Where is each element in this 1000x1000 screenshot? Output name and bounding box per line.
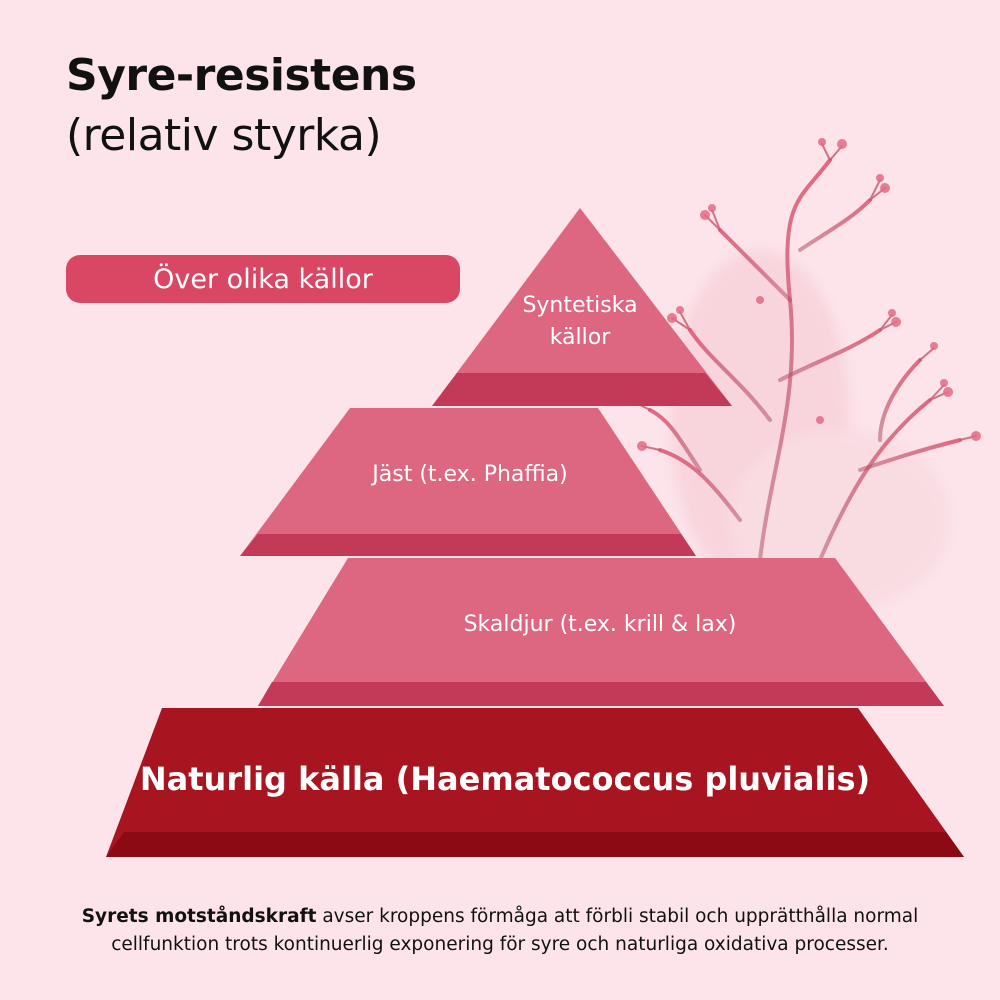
pyramid-tier-1	[432, 208, 732, 406]
footnote-line2: cellfunktion trots kontinuerlig exponeri…	[111, 934, 889, 955]
pyramid-tier-4	[106, 708, 964, 857]
footnote-line1: Syrets motståndskraft avser kroppens för…	[40, 903, 960, 931]
tier-1-label-line1: Syntetiska	[522, 293, 638, 318]
page-title: Syre-resistens	[66, 50, 417, 101]
tier-3-label: Skaldjur (t.ex. krill & lax)	[463, 612, 737, 637]
sources-badge-label: Över olika källor	[153, 263, 373, 295]
tier-1-label: Syntetiska källor	[480, 290, 680, 354]
footnote-line1-text: avser kroppens förmåga att förbli stabil…	[316, 906, 919, 927]
tier-4-label: Naturlig källa (Haematococcus pluvialis)	[139, 760, 871, 798]
tier-1-label-line2: källor	[549, 325, 611, 350]
footnote-bold-term: Syrets motståndskraft	[81, 906, 317, 927]
page-subtitle: (relativ styrka)	[66, 110, 382, 161]
pyramid-tier-3	[258, 558, 944, 706]
pyramid-tier-2	[240, 408, 696, 556]
footnote: Syrets motståndskraft avser kroppens för…	[40, 903, 960, 959]
tier-2-label: Jäst (t.ex. Phaffia)	[372, 462, 568, 487]
sources-badge: Över olika källor	[66, 255, 460, 303]
